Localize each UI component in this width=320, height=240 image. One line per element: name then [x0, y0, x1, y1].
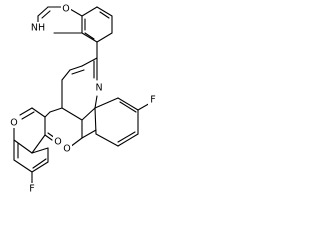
atom-o-pyran: O — [63, 144, 70, 155]
atom-nh: NH — [31, 23, 45, 34]
atom-o-carbonyl: O — [54, 137, 61, 148]
chemical-structure-diagram: NH O N F O O O F — [9, 3, 158, 195]
atom-n-pyridine: N — [95, 83, 102, 94]
atom-f-left: F — [29, 184, 34, 195]
atom-labels: NH O N F O O O F — [9, 3, 158, 195]
atom-o-oxazine: O — [62, 4, 69, 15]
atom-f-right: F — [150, 95, 155, 106]
atom-o-chromone-ring: O — [10, 118, 17, 129]
bond-lines — [13, 6, 153, 185]
